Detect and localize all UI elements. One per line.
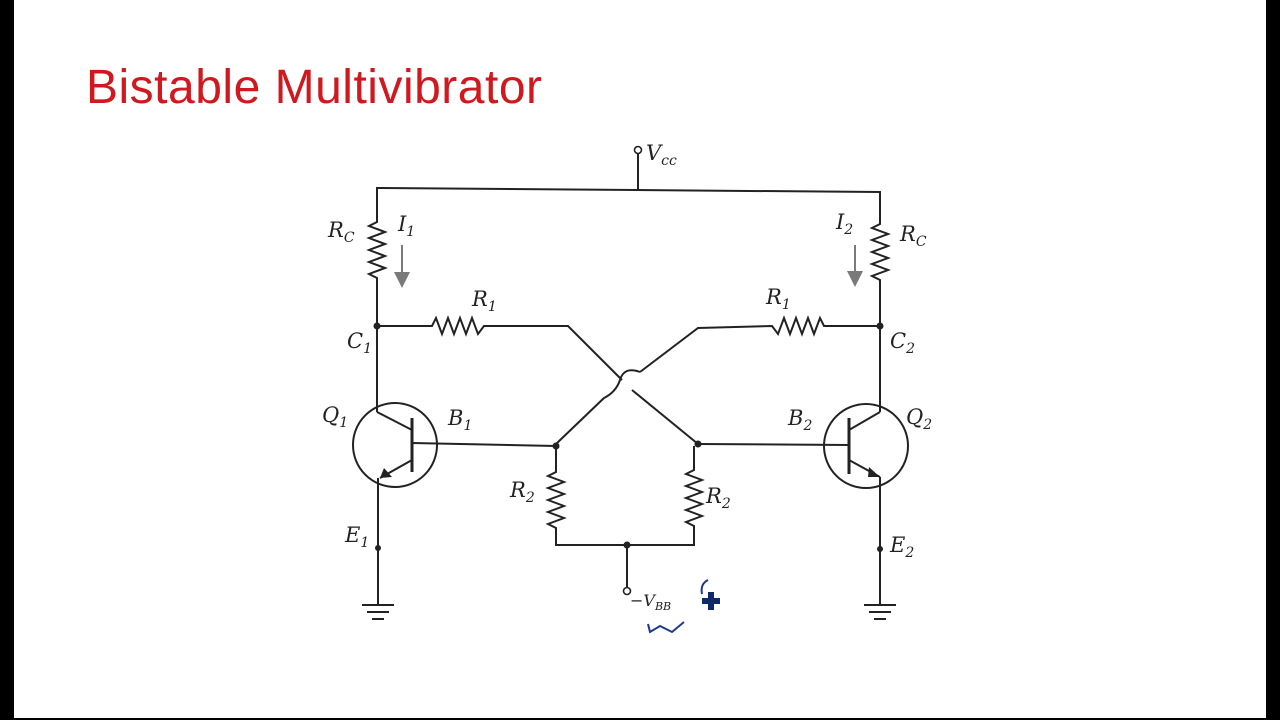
cross-wire-right [555,369,641,445]
label-c2: C2 [890,329,915,357]
rc-right-resistor [869,215,891,326]
label-i2: I2 [835,210,853,238]
ink-underline-mark [647,621,685,634]
q2-transistor [823,403,909,489]
ground-left-icon [362,604,394,620]
b1-wire [411,442,557,447]
label-rc-right: RC [899,222,927,250]
q2-collector-lead [848,411,881,431]
rc-left-resistor [366,215,388,326]
vbb-terminal [622,586,632,596]
cross-wire-left [631,389,699,445]
q1-transistor [352,402,438,488]
label-vbb: −VBB [630,591,671,613]
label-b1: B1 [447,406,472,434]
q1-emitter-arrow-icon [380,468,392,478]
b2-wire [697,443,850,446]
r1-left-resistor [377,315,623,381]
label-e2: E2 [889,533,914,561]
q1-collector-lead [376,411,413,431]
label-rc-left: RC [327,218,355,246]
b2-node [694,440,702,448]
label-c1: C1 [347,329,372,357]
label-r2-right: R2 [705,484,731,512]
vcc-terminal [633,145,643,155]
label-r1-left: R1 [471,287,497,315]
label-r1-right: R1 [765,285,791,313]
q2-emitter-arrow-icon [868,467,880,477]
label-i1: I1 [397,212,415,240]
slide [14,0,1266,718]
label-e1: E1 [344,523,369,551]
vcc-rail [376,186,881,215]
slide-title: Bistable Multivibrator [86,61,543,114]
label-b2: B2 [787,406,812,434]
r2-resistors [545,446,705,546]
label-q1: Q1 [322,403,348,431]
ground-right-icon [864,604,896,620]
ink-stroke-mark [700,579,709,595]
label-vcc: Vcc [646,141,677,169]
pen-cursor-icon [702,592,720,610]
label-r2-left: R2 [509,478,535,506]
r1-right-resistor [639,315,880,373]
label-q2: Q2 [906,405,932,433]
